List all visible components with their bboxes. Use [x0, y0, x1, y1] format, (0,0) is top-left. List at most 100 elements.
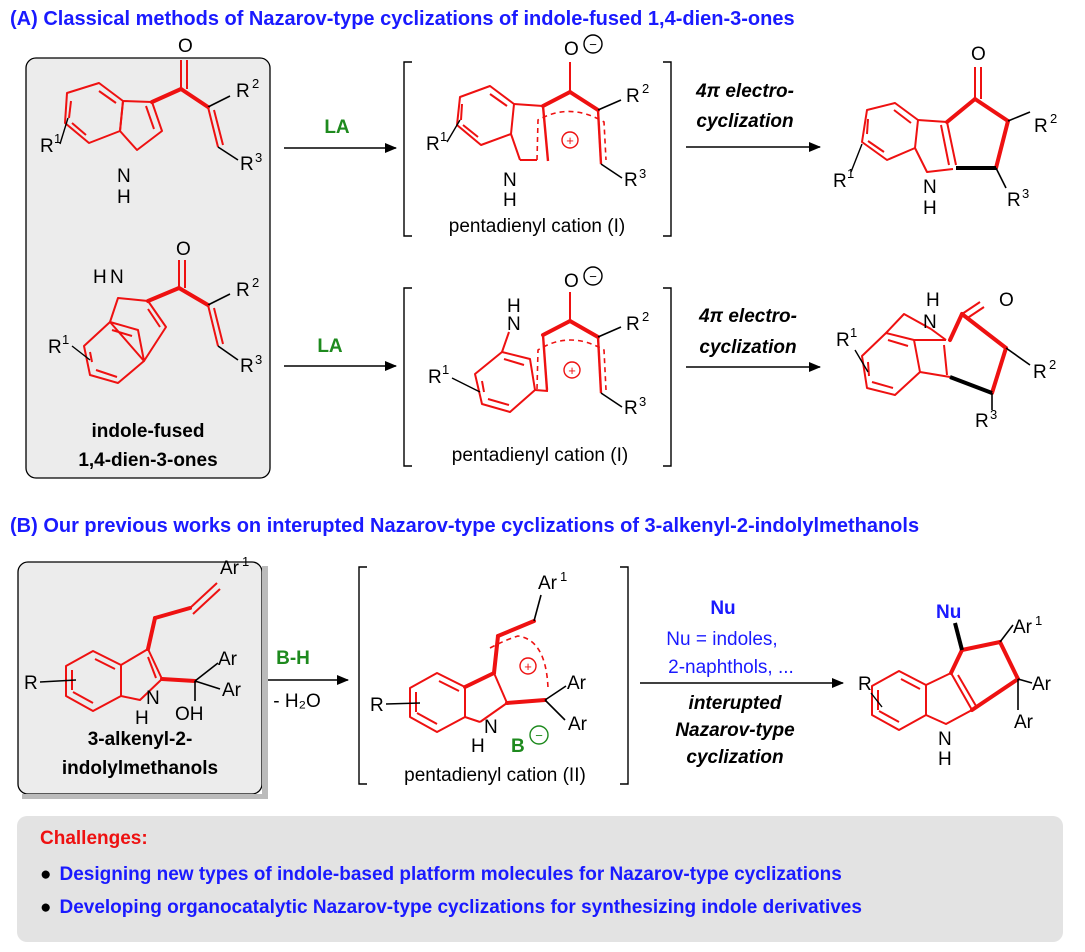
ar-label: Ar [218, 649, 238, 670]
atom-o: O [999, 290, 1014, 311]
ar-label: Ar [568, 714, 588, 735]
atom-h: H [926, 290, 940, 311]
challenges-panel [17, 816, 1063, 942]
r3-label: R [240, 154, 254, 175]
electro-line1-a2: 4π electro- [698, 306, 797, 327]
box-b-shadow-bottom [22, 794, 268, 799]
cation-label-2: pentadienyl cation (I) [452, 445, 628, 466]
box-b-shadow [262, 566, 268, 798]
water-loss-label: - H₂O [273, 691, 320, 712]
challenge-item-2: ●Developing organocatalytic Nazarov-type… [40, 897, 862, 919]
r1-label: R [40, 136, 54, 157]
r1-label: R [48, 337, 62, 358]
electro-line2-a1: cyclization [696, 111, 793, 132]
nu-def-line1: Nu = indoles, [666, 629, 777, 650]
r-label: R [370, 695, 384, 716]
r2-label: R [626, 314, 640, 335]
bullet-icon: ● [40, 864, 52, 885]
r2-sup: 2 [642, 81, 649, 96]
atom-h: H [93, 267, 107, 288]
atom-h: H [117, 187, 131, 208]
atom-o: O [178, 36, 193, 57]
r2-sup: 2 [642, 309, 649, 324]
atom-n: N [923, 312, 937, 333]
atom-n: N [507, 314, 521, 335]
atom-o: O [564, 271, 579, 292]
atom-n: N [938, 729, 952, 750]
product-a2: O R 2 R 3 N H R 1 [836, 290, 1056, 432]
ar-label: Ar [1032, 674, 1052, 695]
ar-label: Ar [222, 680, 242, 701]
cation-a2: + O − R 2 R 3 N H R 1 pentadienyl cation… [403, 266, 672, 467]
r1-label: R [428, 367, 442, 388]
cation-label-b: pentadienyl cation (II) [404, 765, 586, 786]
substrate-a2: O R 2 R 3 N H R 1 [48, 239, 262, 384]
substrate-a1: O R 2 R 3 N H R 1 [40, 36, 262, 208]
r3-sup: 3 [990, 407, 997, 422]
r2-label: R [1033, 362, 1047, 383]
r1-sup: 1 [850, 325, 857, 340]
r3-label: R [240, 356, 254, 377]
atom-n: N [146, 688, 160, 709]
box-b-label-line1: 3-alkenyl-2- [88, 729, 193, 750]
product-b: Nu Ar 1 Ar Ar N H R [858, 602, 1052, 770]
cation-label-1: pentadienyl cation (I) [449, 216, 625, 237]
box-a-label-line2: 1,4-dien-3-ones [78, 450, 217, 471]
cation-a1: + O − R 2 R 3 N H R 1 pentadienyl cation… [403, 34, 672, 237]
minus-charge: − [589, 37, 597, 52]
box-b-label-line2: indolylmethanols [62, 758, 218, 779]
atom-o: O [564, 39, 579, 60]
r3-label: R [1007, 190, 1021, 211]
section-b-title: (B) Our previous works on interupted Naz… [10, 515, 919, 537]
atom-h: H [135, 708, 149, 729]
ar1-sup: 1 [560, 569, 567, 584]
bh-label: B-H [276, 648, 310, 669]
atom-h: H [507, 296, 521, 317]
la-label-1: LA [324, 117, 350, 138]
ar1-sup: 1 [1035, 613, 1042, 628]
r3-sup: 3 [1022, 186, 1029, 201]
plus-charge: + [568, 363, 576, 378]
interupted-line2: Nazarov-type [675, 720, 795, 741]
ar1-label: Ar [220, 558, 240, 579]
electro-line1-a1: 4π electro- [695, 81, 794, 102]
r2-label: R [236, 81, 250, 102]
electro-line2-a2: cyclization [699, 337, 796, 358]
challenge-text: Developing organocatalytic Nazarov-type … [59, 897, 862, 918]
reaction-scheme: (A) Classical methods of Nazarov-type cy… [10, 8, 1057, 799]
atom-h: H [471, 736, 485, 757]
r2-sup: 2 [1049, 357, 1056, 372]
substrate-b: Ar 1 Ar Ar OH N H R [24, 554, 249, 729]
section-a-title: (A) Classical methods of Nazarov-type cy… [10, 8, 795, 30]
r1-sup: 1 [440, 129, 447, 144]
challenge-text: Designing new types of indole-based plat… [59, 864, 842, 885]
atom-h: H [923, 198, 937, 219]
challenge-item-1: ● Designing new types of indole-based pla… [40, 864, 842, 886]
ar1-sup: 1 [242, 554, 249, 569]
r3-label: R [624, 398, 638, 419]
ar1-label: Ar [538, 573, 558, 594]
r3-sup: 3 [255, 150, 262, 165]
la-label-2: LA [317, 336, 343, 357]
r2-sup: 2 [252, 275, 259, 290]
r2-label: R [236, 280, 250, 301]
r1-label: R [833, 171, 847, 192]
nu-label-product: Nu [936, 602, 961, 623]
atom-o: O [971, 44, 986, 65]
oh-label: OH [175, 704, 204, 725]
r-label: R [24, 673, 38, 694]
ar-label: Ar [1014, 712, 1034, 733]
r1-sup: 1 [62, 332, 69, 347]
box-a-label-line1: indole-fused [92, 421, 205, 442]
interupted-line3: cyclization [686, 747, 783, 768]
r2-sup: 2 [1050, 111, 1057, 126]
r3-sup: 3 [255, 352, 262, 367]
atom-n: N [484, 717, 498, 738]
substrate-box-a [25, 57, 271, 479]
nu-def-line2: 2-naphthols, ... [668, 657, 794, 678]
atom-o: O [176, 239, 191, 260]
atom-h: H [938, 749, 952, 770]
base-label: B [511, 736, 525, 757]
plus-charge: + [524, 659, 532, 674]
ar1-label: Ar [1013, 617, 1033, 638]
